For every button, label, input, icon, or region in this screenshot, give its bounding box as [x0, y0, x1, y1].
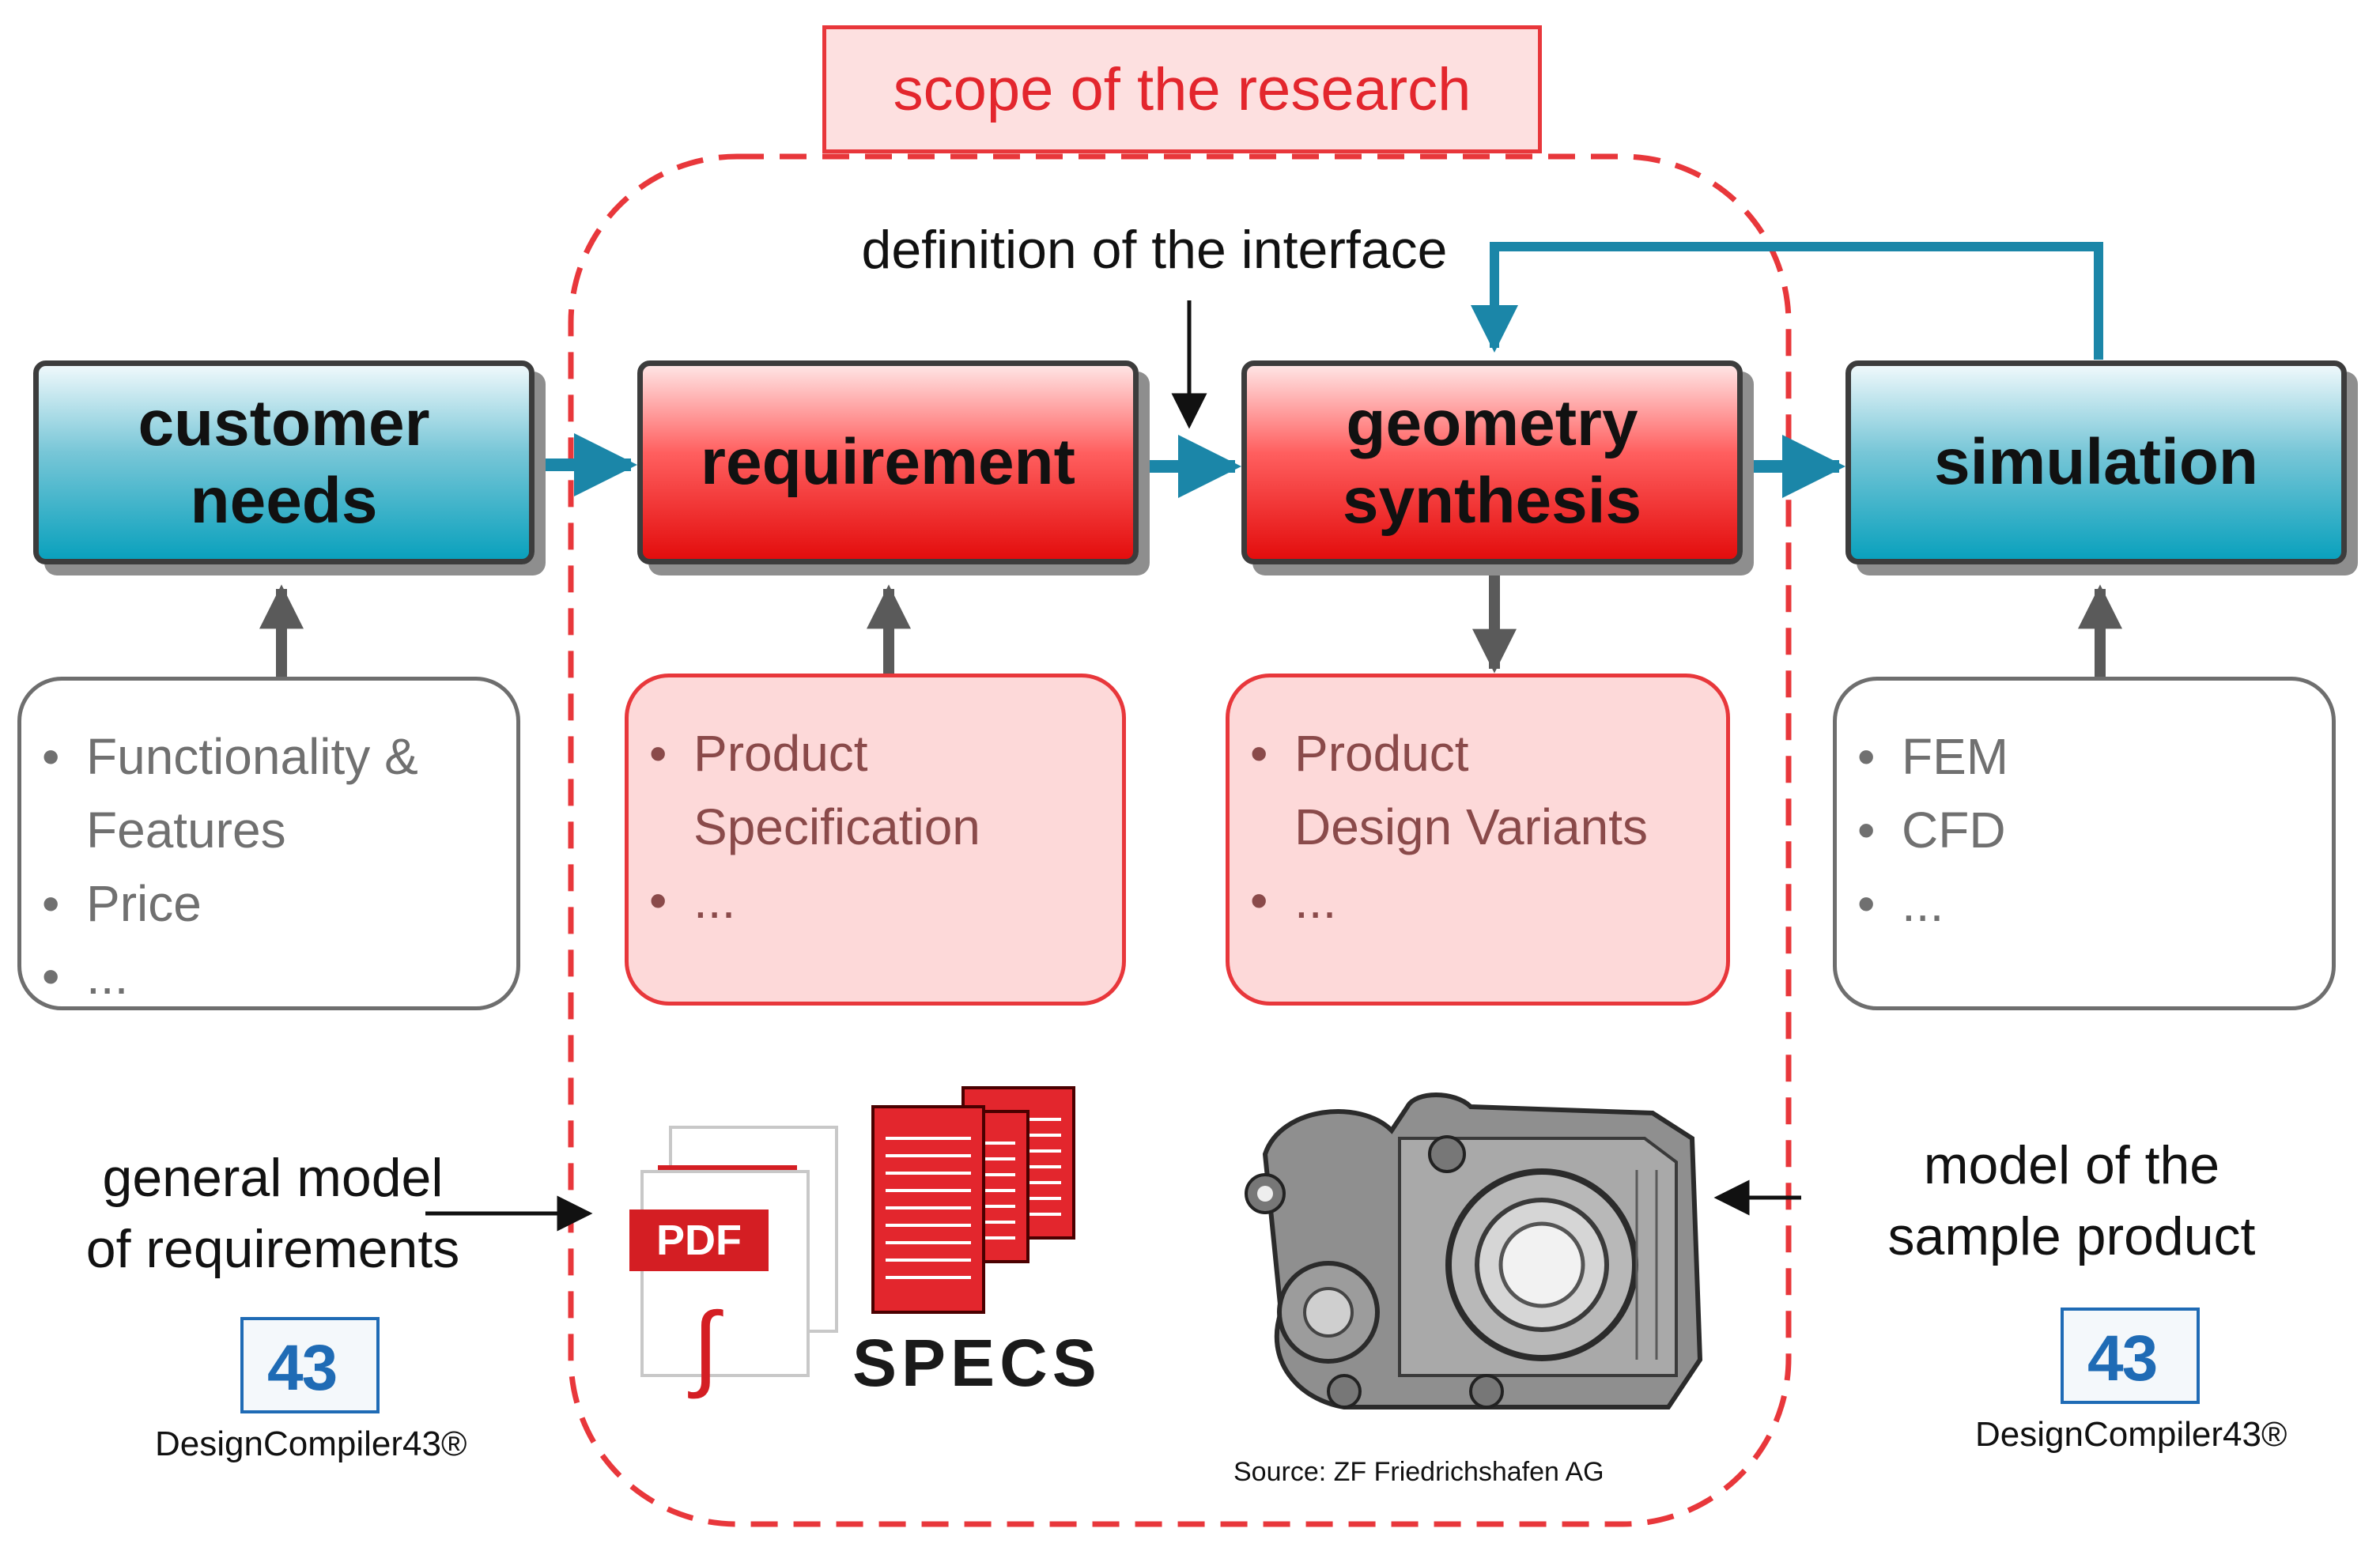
pdf-document-icon: PDF ∫ [629, 1170, 810, 1399]
scope-title: scope of the research [822, 25, 1542, 153]
list-item: ... [1250, 864, 1702, 938]
right-caption-text: model of the sample product [1887, 1135, 2256, 1266]
list-item: CFD [1857, 794, 2308, 867]
list-simulation: FEM CFD ... [1833, 677, 2336, 1010]
list-item: Product Specification [649, 717, 1098, 864]
list-item: ... [1857, 867, 2308, 941]
feedback-arrow-simulation-to-geometry [1471, 242, 2103, 360]
process-simulation: simulation [1845, 360, 2347, 564]
designcompiler-logo-left: 43 DesignCompiler43® [155, 1317, 487, 1475]
designcompiler-logo: 43 [2061, 1308, 2200, 1404]
designcompiler-logo: 43 [240, 1317, 380, 1413]
logo-number: 43 [2087, 1323, 2158, 1394]
right-caption: model of the sample product [1819, 1130, 2325, 1273]
source-note: Source: ZF Friedrichshafen AG [1233, 1457, 1604, 1487]
process-customer-needs-label: customer needs [138, 387, 430, 537]
process-geometry-synthesis: geometry synthesis [1241, 360, 1743, 564]
list-item: ... [42, 940, 493, 1013]
specs-label: SPECS [852, 1326, 1101, 1400]
designcompiler-logo-right: 43 DesignCompiler43® [1975, 1308, 2307, 1466]
list-item: ... [649, 864, 1098, 938]
list-item: Price [42, 867, 493, 941]
list-item: FEM [1857, 720, 2308, 794]
gearbox-image [1245, 1092, 1703, 1409]
logo-number: 43 [267, 1332, 338, 1404]
process-geometry-synthesis-label: geometry synthesis [1342, 387, 1642, 537]
list-customer-needs: Functionality & Features Price ... [17, 677, 520, 1013]
left-caption: general model of requirements [24, 1143, 522, 1285]
list-item: Functionality & Features [42, 720, 493, 867]
specs-document-icon [871, 1086, 1075, 1314]
process-requirement-label: requirement [701, 425, 1075, 498]
process-customer-needs: customer needs [33, 360, 535, 564]
process-simulation-label: simulation [1933, 425, 2259, 498]
acrobat-icon: ∫ [693, 1293, 719, 1399]
list-geometry-synthesis: Product Design Variants ... [1226, 674, 1730, 1006]
interface-label: definition of the interface [861, 220, 1448, 280]
list-requirement: Product Specification ... [625, 674, 1126, 1006]
process-requirement: requirement [637, 360, 1139, 564]
logo-name: DesignCompiler43® [1975, 1415, 2287, 1454]
logo-name: DesignCompiler43® [155, 1425, 467, 1463]
scope-region [568, 153, 1792, 1527]
list-item: Product Design Variants [1250, 717, 1702, 864]
pdf-label: PDF [629, 1209, 769, 1271]
left-caption-text: general model of requirements [85, 1148, 460, 1279]
